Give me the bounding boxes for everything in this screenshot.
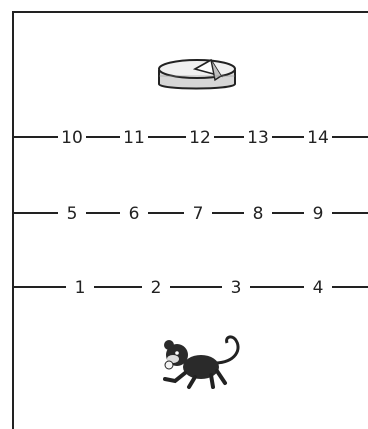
step-number: 8 xyxy=(253,204,264,224)
step-number: 14 xyxy=(307,128,329,148)
number-row: 1 2 3 4 xyxy=(13,278,368,298)
step-number: 9 xyxy=(313,204,324,224)
number-row: 10 11 12 13 14 xyxy=(13,128,368,148)
number-row: 5 6 7 8 9 xyxy=(13,204,368,224)
step-number: 3 xyxy=(231,278,242,298)
step-number: 4 xyxy=(313,278,324,298)
step-number: 10 xyxy=(61,128,83,148)
step-number: 11 xyxy=(123,128,145,148)
step-number: 13 xyxy=(247,128,269,148)
step-number: 5 xyxy=(67,204,78,224)
cheese-icon xyxy=(159,60,235,89)
step-number: 12 xyxy=(189,128,211,148)
step-number: 1 xyxy=(75,278,86,298)
step-number: 7 xyxy=(193,204,204,224)
step-number: 2 xyxy=(151,278,162,298)
monkey-icon xyxy=(164,337,238,387)
step-number: 6 xyxy=(129,204,140,224)
